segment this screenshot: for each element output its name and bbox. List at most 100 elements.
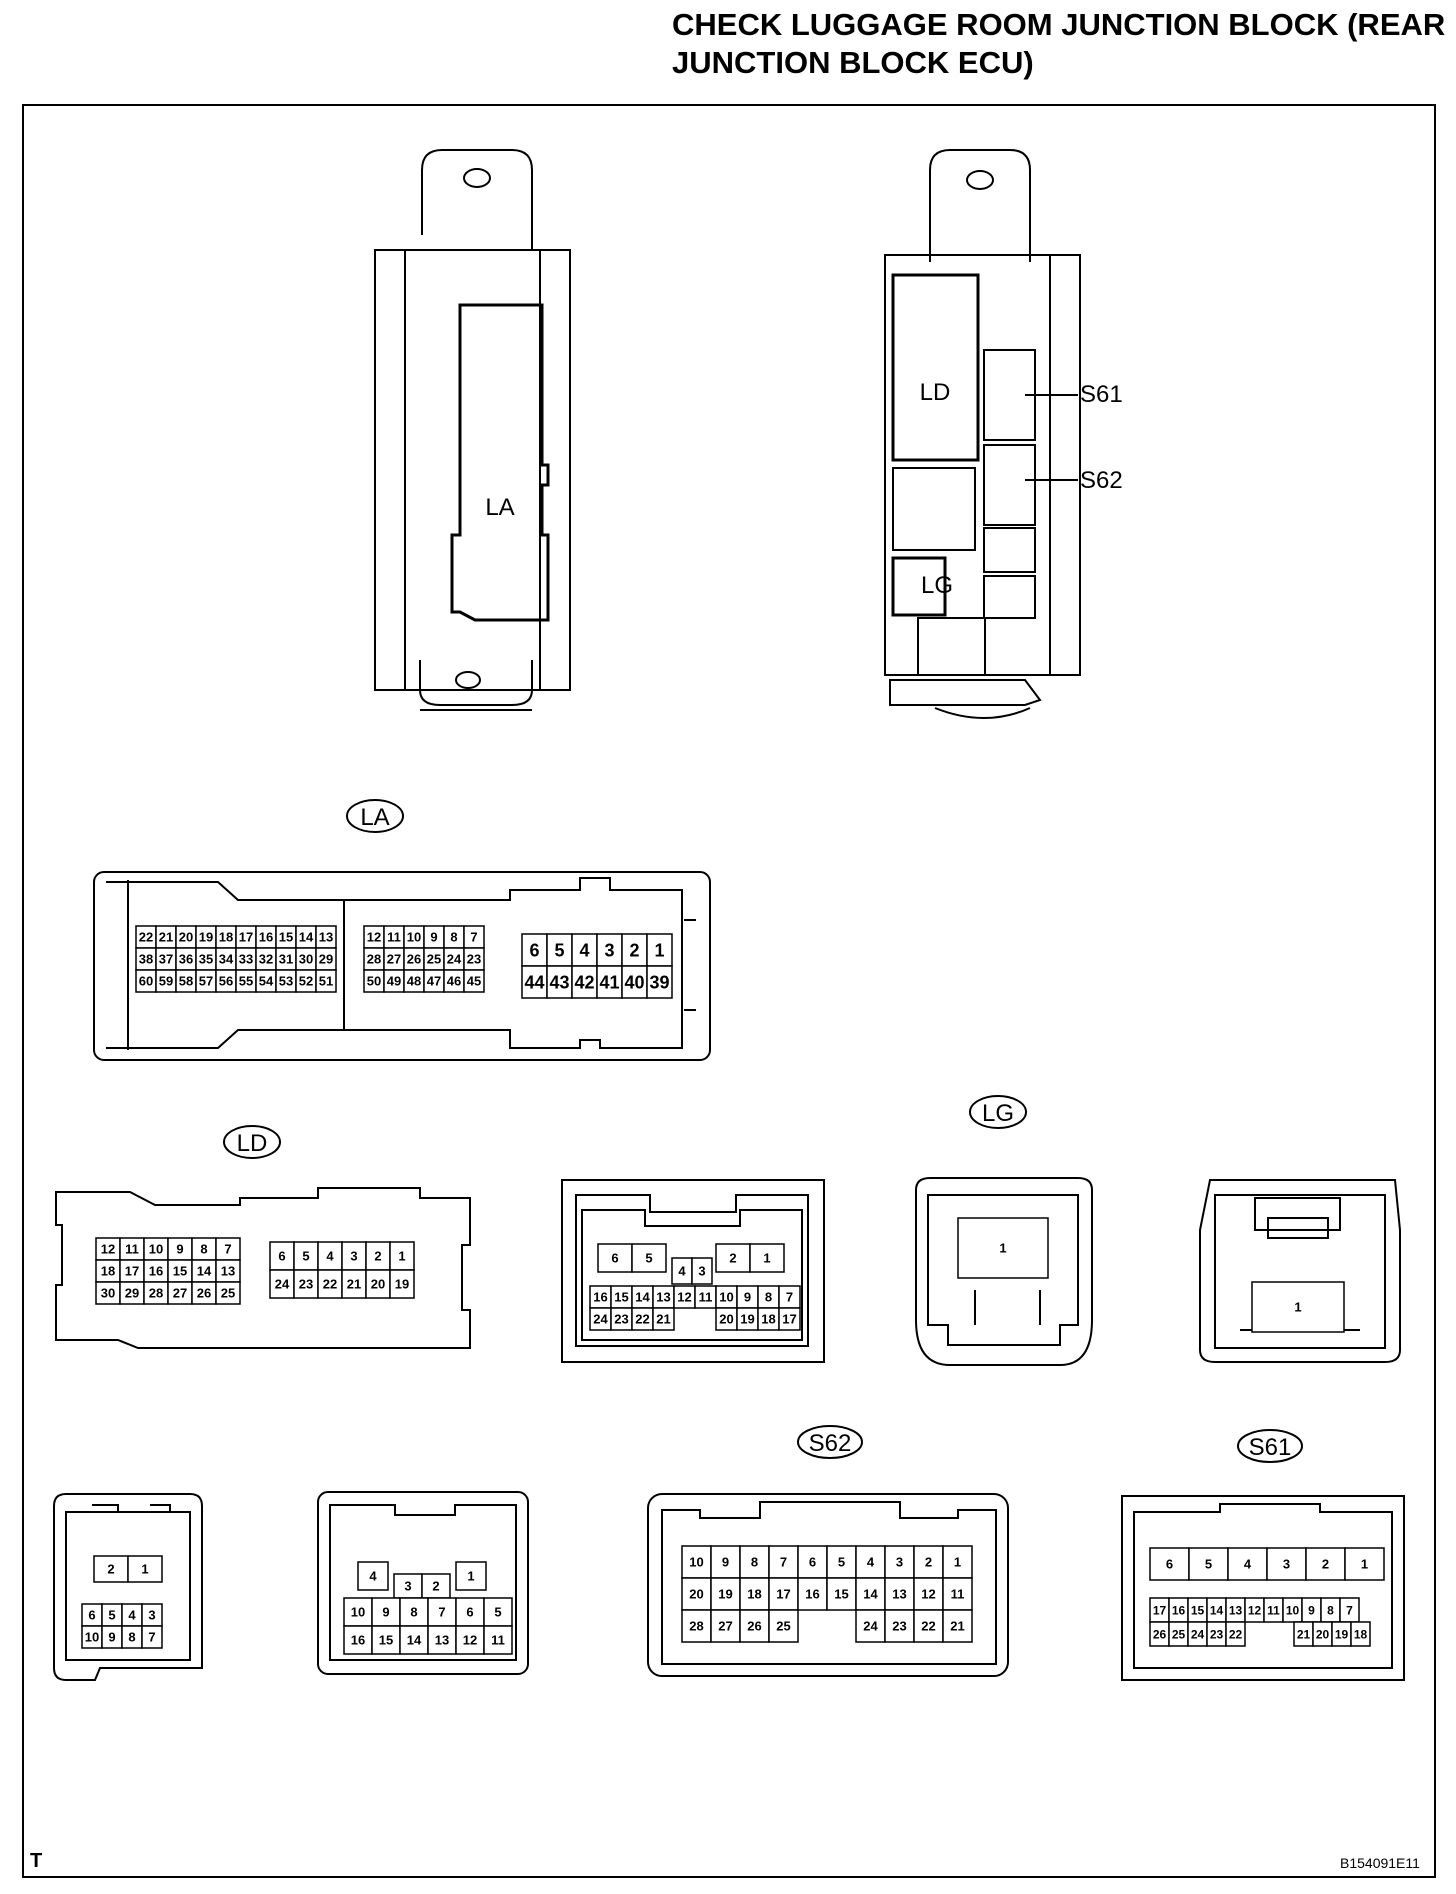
pin-number-ld-left: 13 [221,1264,235,1279]
pin-number-la-left: 15 [279,930,293,945]
pin-number-ld-left: 28 [149,1286,163,1301]
pin-number-c6-bot: 10 [351,1605,365,1620]
pin-cell [884,1609,915,1643]
pin-number-s62-r3r: 24 [863,1619,878,1634]
pin-number-la-mid: 46 [447,974,461,989]
pin-number-c2-row2: 12 [677,1290,691,1305]
pin-number-c6-top: 2 [432,1579,439,1594]
pin-number-c2-row2: 7 [786,1290,793,1305]
pin-number-s62-r3r: 21 [950,1619,964,1634]
pin-cell [546,933,573,967]
pin-number-c5-bot: 9 [108,1630,115,1645]
connector-16-pin [317,1491,529,1675]
pin-number-s61-r2: 15 [1191,1603,1205,1617]
pin-number-s61-r2: 16 [1172,1603,1186,1617]
pin-number-c5-top: 2 [107,1562,114,1577]
pin-number-ld-right: 19 [395,1277,409,1292]
pin-number-s62-r1: 10 [689,1555,703,1570]
pin-cell [621,965,648,999]
pin-number-c5-top: 1 [141,1562,148,1577]
pin-number-c2-row2: 15 [614,1290,628,1305]
circle-label-s61-outline [1237,1429,1303,1463]
pin-number-ld-right: 1 [398,1249,405,1264]
pin-cell [797,1545,828,1579]
pin-number-ld-right: 22 [323,1277,337,1292]
pin-number-ld-left: 29 [125,1286,139,1301]
pin-cell [463,969,485,993]
pin-cell [652,1307,675,1331]
pin-number-c2-top: 5 [645,1251,652,1266]
pin-number-la-mid: 11 [387,930,401,945]
pin-cell [389,1269,415,1299]
pin-number-s61-r2: 11 [1267,1603,1280,1617]
pin-cell [691,1257,713,1285]
pin-number-la-right: 44 [524,972,544,992]
pin-number-la-mid: 24 [447,952,462,967]
circle-label-s62: S62 [809,1430,852,1457]
pin-number-c2-top: 6 [611,1251,618,1266]
pin-number-la-left: 22 [139,930,153,945]
pin-number-la-left: 38 [139,952,153,967]
pin-number-c5-bot: 6 [88,1608,95,1623]
pin-number-c2-top: 1 [763,1251,770,1266]
pin-cell [855,1609,886,1643]
pin-cell [371,1597,401,1627]
pin-cell [343,1625,373,1655]
pin-cell [749,1243,785,1273]
pin-number-c2-row2: 16 [593,1290,607,1305]
connector-s62 [647,1493,1009,1677]
pin-number-c2-row2: 8 [765,1290,772,1305]
circle-label-lg-outline [969,1095,1027,1129]
pin-cell [646,965,673,999]
pin-number-la-left: 35 [199,952,213,967]
pin-number-la-mid: 9 [430,930,437,945]
pin-number-c5-bot: 10 [85,1630,99,1645]
pin-number-s61-r3r: 19 [1335,1627,1349,1641]
pin-number-la-mid: 28 [367,952,381,967]
pin-number-la-right: 4 [579,940,589,960]
pin-number-c2-row3l: 24 [593,1312,608,1327]
pin-number-c2-row2: 10 [719,1290,733,1305]
connector-24-pin [561,1179,825,1363]
pin-number-s61-r1: 2 [1322,1557,1329,1572]
pin-number-s61-r3l: 25 [1172,1627,1186,1641]
pin-number-la-left: 36 [179,952,193,967]
pin-cell [710,1609,741,1643]
pin-number-ld-right: 3 [350,1249,357,1264]
pin-cell [826,1545,857,1579]
pin-number-c2-top: 2 [729,1251,736,1266]
pin-number-la-right: 41 [599,972,619,992]
pin-number-la-mid: 27 [387,952,401,967]
pin-number-la-right: 6 [529,940,539,960]
pin-number-la-mid: 49 [387,974,401,989]
pin-number-s62-r3l: 26 [747,1619,761,1634]
circle-label-lg: LG [982,1100,1014,1127]
pin-number-s61-r3l: 26 [1153,1627,1167,1641]
pin-number-la-left: 16 [259,930,273,945]
pin-number-c6-bot: 9 [382,1605,389,1620]
pin-number-s62-r3r: 22 [921,1619,935,1634]
pin-number-s61-r1: 5 [1205,1557,1212,1572]
pin-number-c2-row3r: 20 [719,1312,733,1327]
pin-number-ld-left: 10 [149,1242,163,1257]
pin-cell [483,1597,513,1627]
pin-number-s61-r3l: 22 [1229,1627,1243,1641]
pin-cell [455,1561,487,1591]
pin-cell [778,1307,801,1331]
pin-number-s61-r1: 6 [1166,1557,1173,1572]
page-title: CHECK LUGGAGE ROOM JUNCTION BLOCK (REAR … [672,7,1446,80]
pin-cell [681,1577,712,1611]
pin-number-c2-row3l: 21 [656,1312,670,1327]
pin-number-ld-left: 8 [200,1242,207,1257]
pin-number-c4: 1 [1294,1300,1301,1315]
footer-letter: T [30,1850,43,1872]
connector-ld [55,1187,471,1349]
pin-number-s62-r2: 18 [747,1587,761,1602]
pin-number-la-mid: 25 [427,952,441,967]
pin-number-la-left: 54 [259,974,274,989]
pin-number-s62-r1: 7 [780,1555,787,1570]
pin-number-c2-row3l: 23 [614,1312,628,1327]
circle-label-ld: LD [237,1130,268,1157]
pin-cell [855,1545,886,1579]
pin-cell [571,965,598,999]
